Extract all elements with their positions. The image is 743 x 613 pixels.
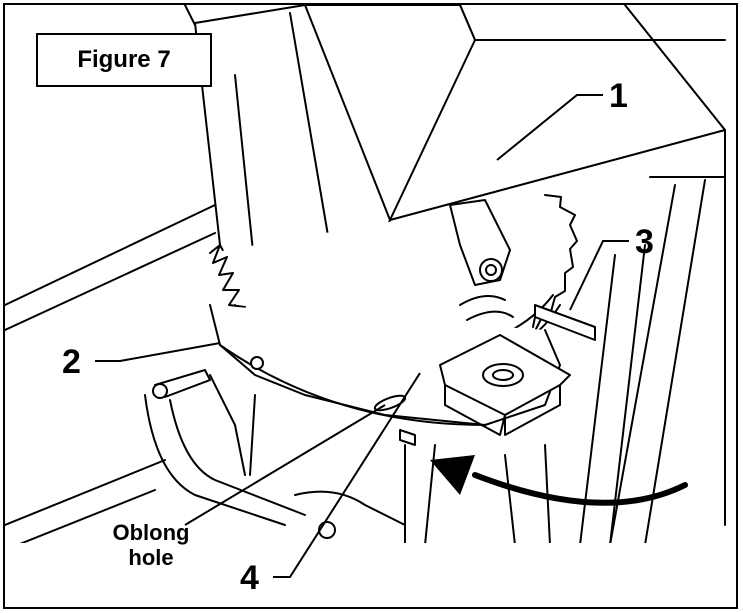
oblong-hole-label: Oblong hole	[91, 520, 211, 571]
lower-frame	[294, 490, 406, 526]
bracket-hole	[492, 369, 514, 381]
housing-line	[184, 5, 196, 26]
lever-slot	[459, 295, 506, 306]
frame-curve	[249, 394, 256, 476]
housing-line	[389, 129, 726, 221]
callout-1: 1	[609, 77, 628, 115]
frame-curve	[169, 399, 306, 516]
leader-line-3	[569, 240, 629, 311]
support-line	[609, 244, 646, 546]
housing-line	[5, 204, 216, 306]
pin	[250, 356, 264, 370]
stop-block	[399, 429, 416, 446]
leader-line-4	[273, 372, 421, 578]
figure-frame: Figure 7 1 2 3 4 Oblong hole	[3, 3, 738, 609]
hinge-rod-end	[152, 383, 168, 399]
support-line	[644, 179, 706, 546]
support-line	[609, 184, 676, 546]
housing-line	[5, 459, 166, 526]
figure-title-box: Figure 7	[36, 33, 212, 87]
bracket	[504, 384, 561, 436]
housing-line	[624, 5, 726, 131]
oblong-hole-label-line2: hole	[128, 545, 174, 571]
frame-curve	[144, 394, 286, 526]
lever-pivot	[485, 264, 497, 276]
callout-2: 2	[62, 343, 81, 381]
leader-line-2	[95, 342, 221, 362]
swivel-plate-edge	[219, 344, 486, 426]
frame-curve	[209, 374, 246, 476]
bracket-hole	[482, 363, 524, 387]
callout-3: 3	[635, 223, 654, 261]
lever-slot	[466, 310, 514, 321]
figure-title: Figure 7	[77, 46, 171, 73]
support-line	[504, 454, 516, 546]
rotation-arrowhead	[430, 455, 475, 495]
leader-line-oblong	[184, 404, 386, 526]
chute-edge	[304, 5, 391, 221]
key-tab	[534, 304, 596, 341]
caption-area	[5, 543, 736, 607]
callout-4: 4	[240, 559, 259, 597]
oblong-hole-label-line1: Oblong	[112, 520, 190, 545]
housing-line	[5, 489, 156, 551]
mechanical-drawing	[5, 5, 736, 607]
housing-line	[5, 232, 216, 331]
leader-line-1	[496, 94, 603, 161]
bracket	[444, 384, 506, 436]
rotation-arrow	[472, 472, 688, 506]
support-line	[579, 254, 616, 546]
lower-pin	[318, 521, 336, 539]
lever-pivot	[479, 258, 503, 282]
key-tab	[532, 316, 536, 328]
